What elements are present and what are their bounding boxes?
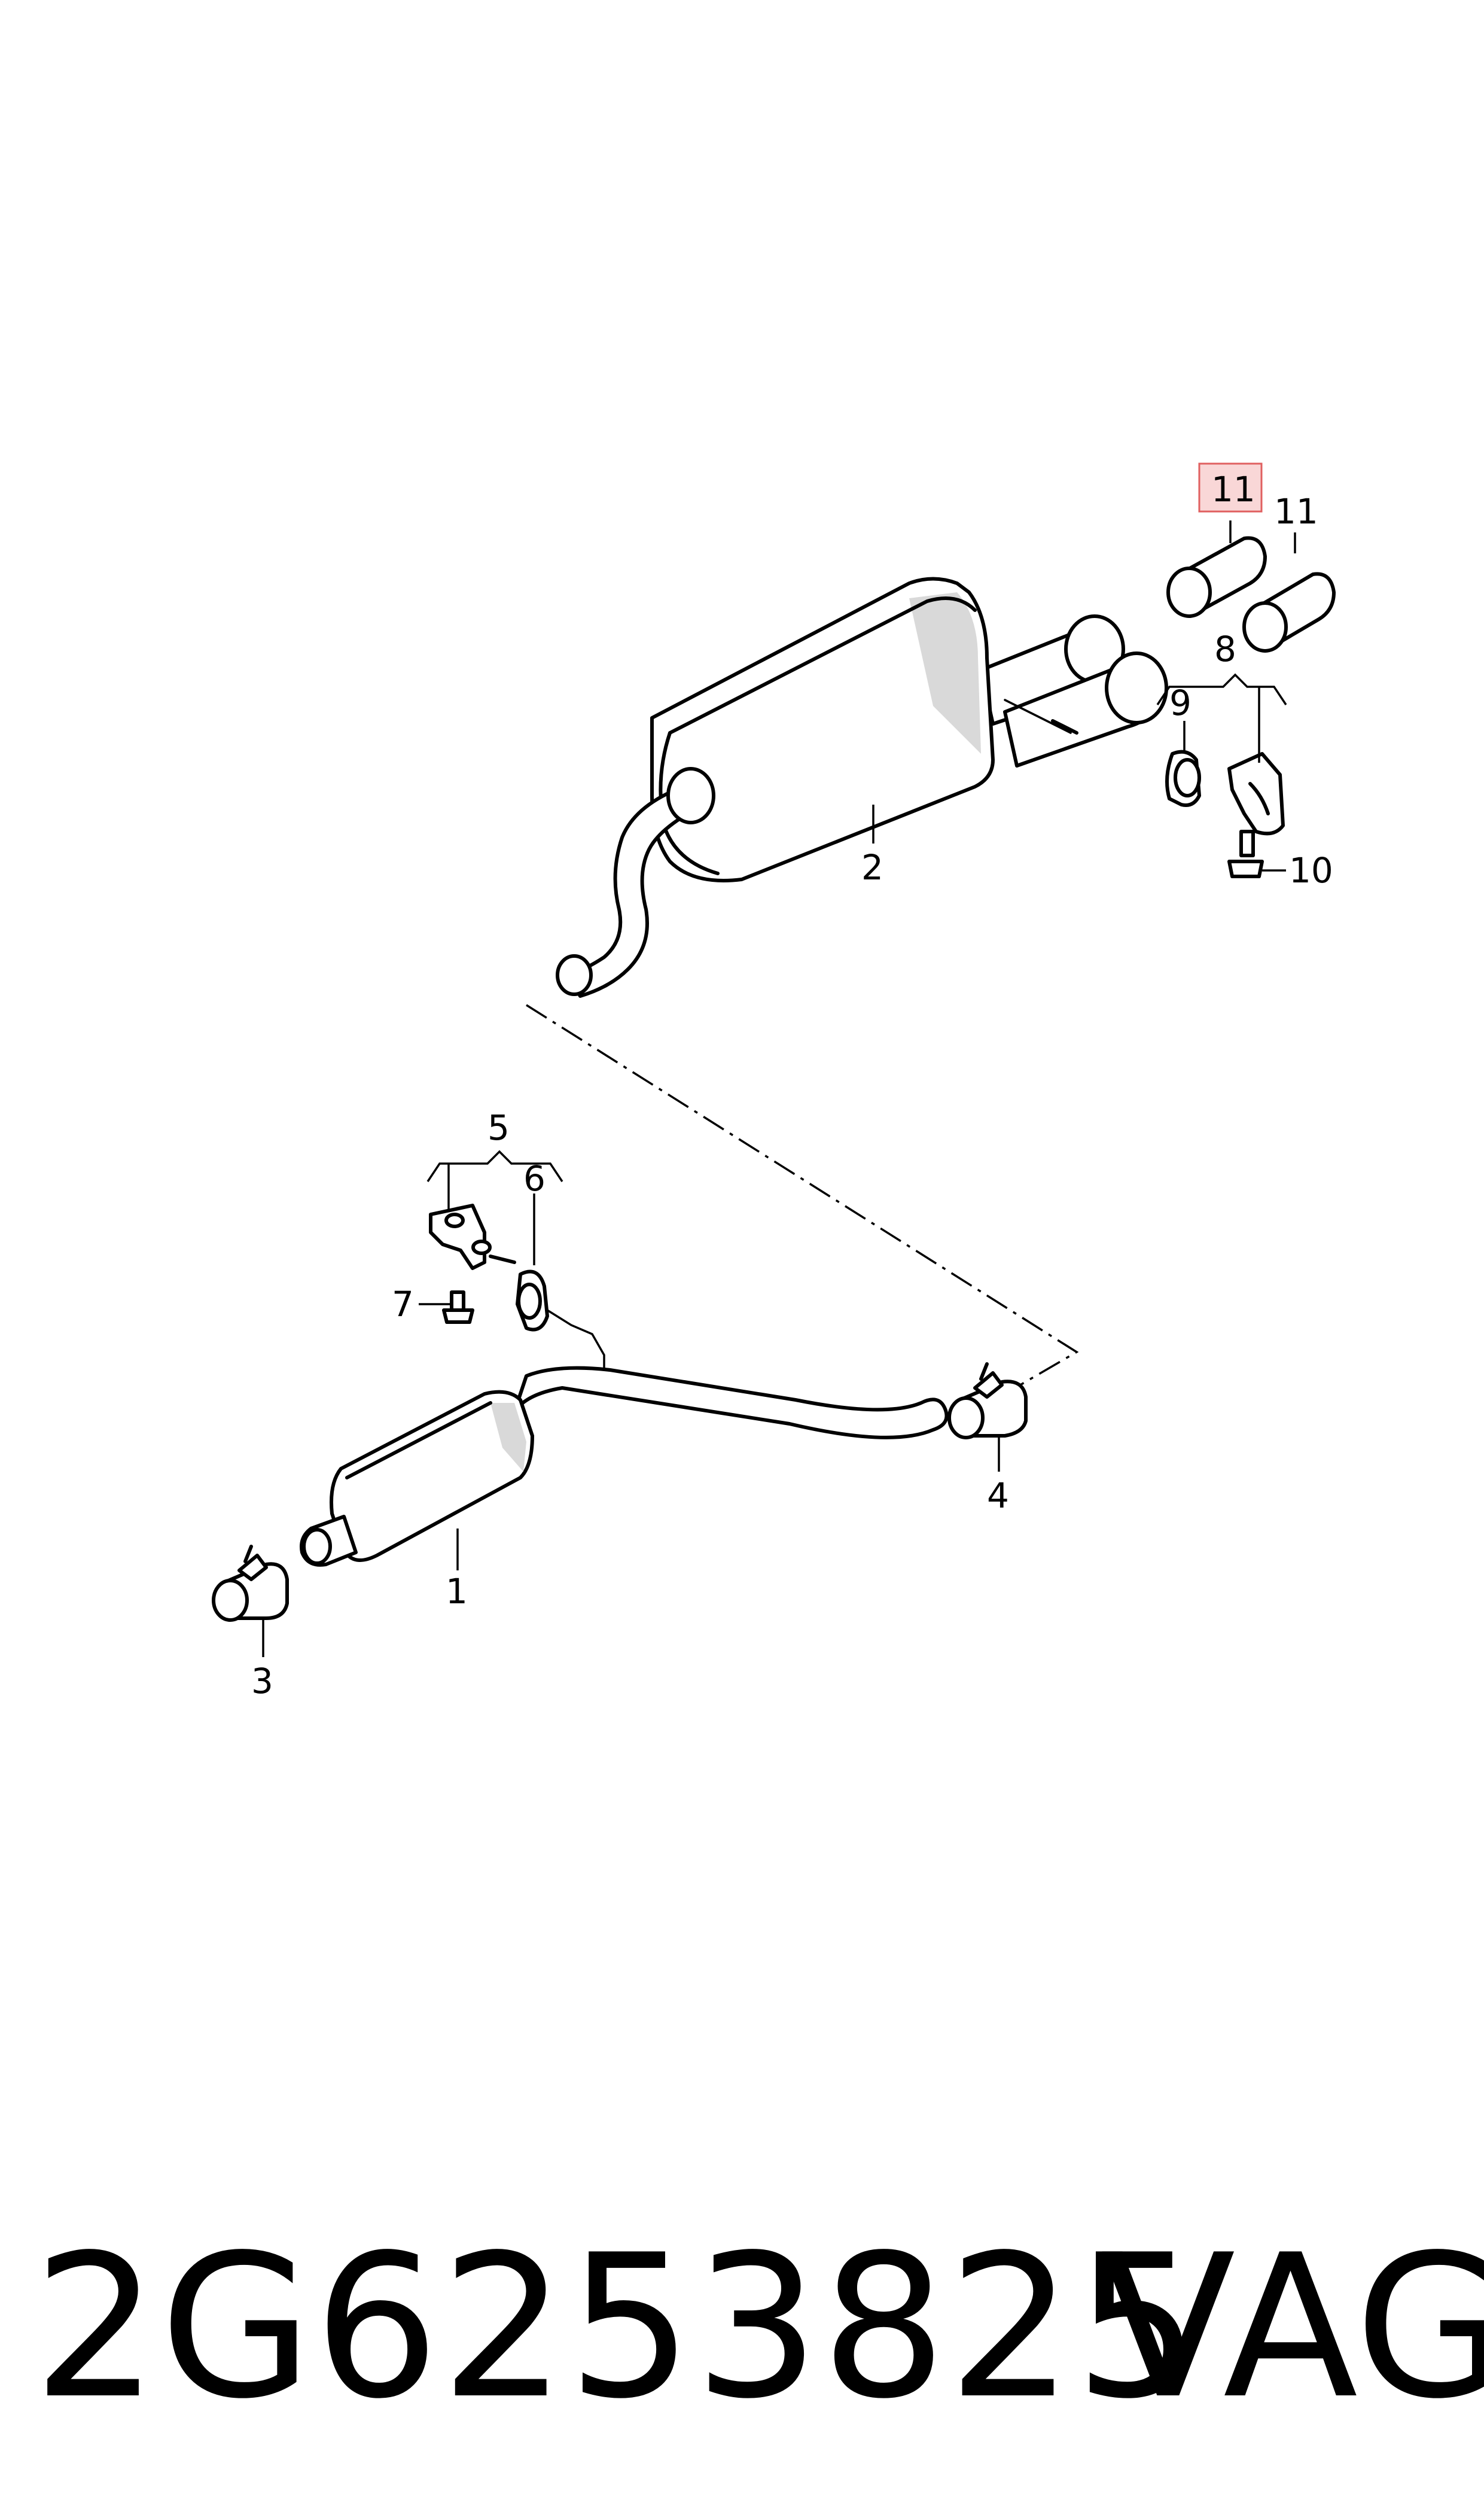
front-silencer bbox=[300, 1366, 949, 1567]
callout-4[interactable]: 4 bbox=[987, 1475, 1009, 1516]
callout-11[interactable]: 11 bbox=[1274, 491, 1318, 532]
front-hanger-assembly bbox=[429, 1204, 605, 1371]
callout-8[interactable]: 8 bbox=[1214, 629, 1236, 669]
leader-lines bbox=[262, 520, 1296, 1657]
tailpipe-tips bbox=[1166, 536, 1336, 653]
rear-hanger-assembly bbox=[1165, 750, 1285, 878]
callout-11-highlighted[interactable]: 11 bbox=[1211, 469, 1256, 510]
callout-3[interactable]: 3 bbox=[251, 1661, 273, 1701]
brand-label: VAG bbox=[1101, 2212, 1484, 2442]
part-number-label: 2G6253825 bbox=[33, 2212, 1202, 2442]
rear-clamp bbox=[947, 1362, 1028, 1439]
callout-5[interactable]: 5 bbox=[487, 1107, 510, 1148]
callout-10[interactable]: 10 bbox=[1289, 850, 1333, 891]
callout-7[interactable]: 7 bbox=[392, 1284, 414, 1325]
callout-1[interactable]: 1 bbox=[446, 1571, 468, 1612]
front-clamp bbox=[212, 1545, 289, 1622]
callout-11-highlight bbox=[1198, 462, 1263, 513]
exhaust-system-diagram: 11 11 8 9 10 2 5 6 7 1 3 4 bbox=[212, 462, 1336, 1701]
rear-silencer bbox=[556, 577, 1168, 998]
callout-6[interactable]: 6 bbox=[523, 1158, 546, 1199]
connection-line bbox=[526, 1004, 1079, 1395]
callout-9[interactable]: 9 bbox=[1169, 683, 1192, 723]
callout-2[interactable]: 2 bbox=[861, 847, 883, 888]
